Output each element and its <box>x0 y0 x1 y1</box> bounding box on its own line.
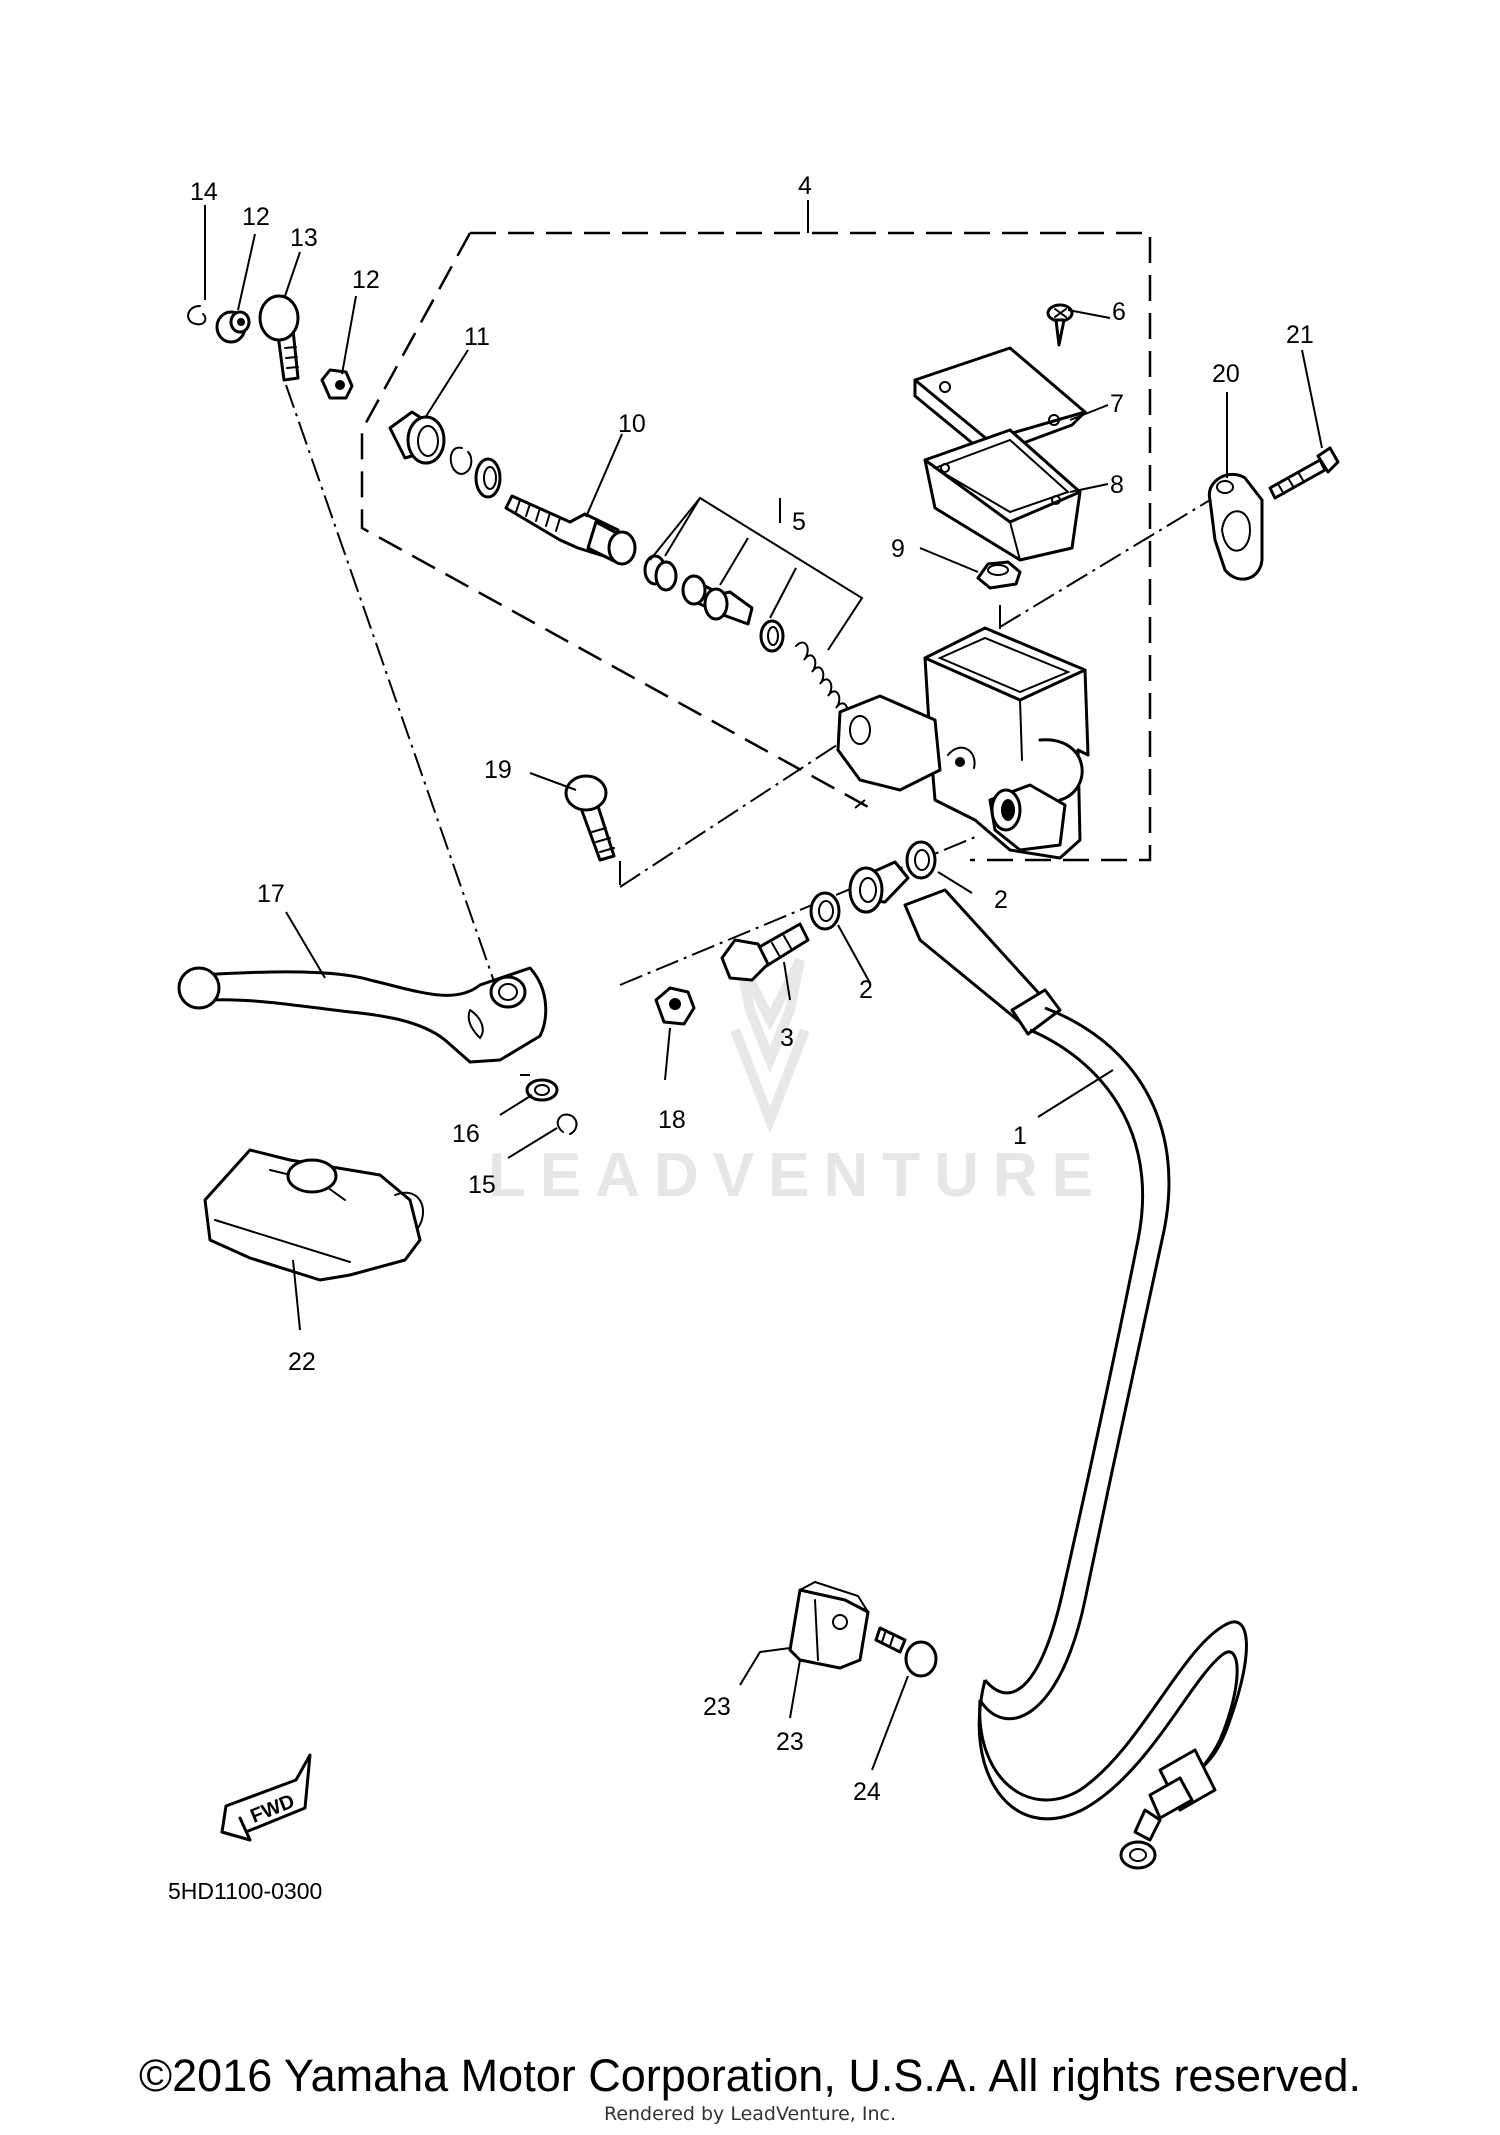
callout-24: 24 <box>853 1778 881 1806</box>
callout-12-left: 12 <box>242 203 270 231</box>
diaphragm-part-8 <box>923 428 1082 562</box>
callout-21: 21 <box>1286 321 1314 349</box>
copyright-notice: ©2016 Yamaha Motor Corporation, U.S.A. A… <box>138 2050 1362 2101</box>
nut-part-12-top <box>215 310 251 344</box>
pivot-bolt-part-19 <box>564 774 616 862</box>
diagram-code: 5HD1100-0300 <box>168 1878 322 1904</box>
watermark-text: LEADVENTURE <box>488 1141 1107 1210</box>
callout-22: 22 <box>288 1348 316 1376</box>
circlip-part-14 <box>187 305 207 326</box>
nut-part-12-right <box>320 368 354 400</box>
pivot-bolt-part-13 <box>258 294 300 382</box>
callout-15: 15 <box>468 1171 496 1199</box>
callout-leaders <box>204 205 1323 1771</box>
lever-cover-part-22 <box>203 1148 424 1282</box>
callout-7: 7 <box>1110 390 1124 418</box>
callout-19: 19 <box>484 756 512 784</box>
callout-18: 18 <box>658 1106 686 1134</box>
hose-guide-part-23 <box>759 1580 870 1670</box>
nut-part-18 <box>654 986 696 1026</box>
screw-part-6 <box>1046 303 1074 347</box>
clamp-part-20 <box>1207 472 1264 581</box>
reservoir-cap-part-7 <box>913 346 1087 458</box>
callout-5: 5 <box>792 508 806 536</box>
brake-hose-part-1 <box>848 860 1248 1870</box>
master-cylinder-body <box>836 626 1090 860</box>
callout-14: 14 <box>190 178 218 206</box>
push-rod-part-10 <box>504 494 637 566</box>
callout-2-lower: 2 <box>859 976 873 1004</box>
piston-washer <box>474 457 502 499</box>
callout-9: 9 <box>891 535 905 563</box>
callout-4: 4 <box>798 172 812 200</box>
callout-10: 10 <box>618 410 646 438</box>
piston-kit-bracket <box>649 496 864 651</box>
callout-23-right: 23 <box>776 1728 804 1756</box>
callout-3: 3 <box>780 1024 794 1052</box>
callout-11: 11 <box>464 323 490 351</box>
callout-23-left: 23 <box>703 1693 731 1721</box>
callout-1: 1 <box>1013 1122 1027 1150</box>
callout-8: 8 <box>1110 471 1124 499</box>
washer-part-2-upper <box>905 840 937 880</box>
callout-13: 13 <box>290 224 318 252</box>
dust-boot-part-11 <box>388 410 446 465</box>
callout-16: 16 <box>452 1120 480 1148</box>
forward-direction-arrow-icon: FWD <box>220 1753 312 1842</box>
watermark-flame-icon <box>730 957 810 1134</box>
washer-part-2-lower <box>809 891 841 931</box>
banjo-bolt-part-3 <box>720 922 810 982</box>
bolt-part-21 <box>1268 446 1340 500</box>
washer-part-16 <box>525 1078 559 1102</box>
watermark: LEADVENTURE <box>488 957 1107 1210</box>
callout-17: 17 <box>257 880 285 908</box>
assembly-4-boundary <box>360 231 1152 862</box>
float-part-9 <box>976 560 1022 590</box>
callout-6: 6 <box>1112 298 1126 326</box>
callout-20: 20 <box>1212 360 1240 388</box>
clip-part-15 <box>556 1113 578 1135</box>
bolt-part-24 <box>874 1626 938 1678</box>
callout-12-right: 12 <box>352 266 380 294</box>
callout-2-upper: 2 <box>994 886 1008 914</box>
brake-lever-part-17 <box>177 966 548 1064</box>
piston-circlip <box>449 446 473 476</box>
piston-kit-part-5 <box>643 554 849 719</box>
callout-numbers: 14 12 13 12 4 11 10 5 6 7 8 9 20 21 19 1… <box>190 172 1314 1806</box>
rendered-by-credit: Rendered by LeadVenture, Inc. <box>603 2103 897 2125</box>
